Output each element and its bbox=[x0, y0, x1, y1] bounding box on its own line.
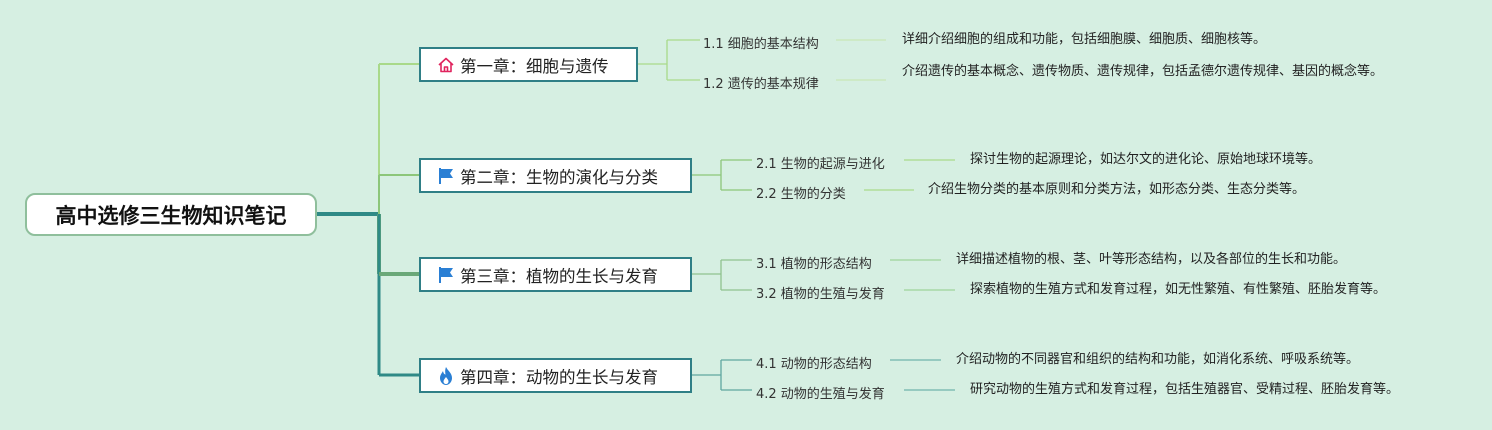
home-icon bbox=[435, 54, 457, 76]
topic-2-2-label[interactable]: 2.2 生物的分类 bbox=[756, 187, 846, 202]
ch3-fork bbox=[691, 259, 752, 291]
topic-1-1-label[interactable]: 1.1 细胞的基本结构 bbox=[703, 37, 819, 52]
topic-1-2-desc[interactable]: 介绍遗传的基本概念、遗传物质、遗传规律，包括孟德尔遗传规律、基因的概念等。 bbox=[902, 64, 1384, 79]
chapter-1-title: 第一章：细胞与遗传 bbox=[460, 56, 609, 76]
chapter-2-title: 第二章：生物的演化与分类 bbox=[460, 167, 658, 187]
topic-2-1-label[interactable]: 2.1 生物的起源与进化 bbox=[756, 157, 885, 172]
topic-2-2-desc[interactable]: 介绍生物分类的基本原则和分类方法，如形态分类、生态分类等。 bbox=[928, 182, 1306, 197]
topic-1-1-desc[interactable]: 详细介绍细胞的组成和功能，包括细胞膜、细胞质、细胞核等。 bbox=[902, 32, 1267, 47]
chapter-3-title: 第三章：植物的生长与发育 bbox=[460, 266, 658, 286]
chapter-2-node[interactable]: 第二章：生物的演化与分类 bbox=[419, 158, 692, 193]
ch2-fork bbox=[691, 159, 752, 191]
topic-3-1-desc[interactable]: 详细描述植物的根、茎、叶等形态结构，以及各部位的生长和功能。 bbox=[956, 252, 1347, 267]
topic-3-1-label[interactable]: 3.1 植物的形态结构 bbox=[756, 257, 872, 272]
topic-4-2-label[interactable]: 4.2 动物的生殖与发育 bbox=[756, 387, 885, 402]
flame-icon bbox=[435, 365, 457, 387]
root-title: 高中选修三生物知识笔记 bbox=[55, 203, 287, 228]
topic-4-1-desc[interactable]: 介绍动物的不同器官和组织的结构和功能，如消化系统、呼吸系统等。 bbox=[956, 352, 1360, 367]
topic-3-2-label[interactable]: 3.2 植物的生殖与发育 bbox=[756, 287, 885, 302]
topic-3-2-desc[interactable]: 探索植物的生殖方式和发育过程，如无性繁殖、有性繁殖、胚胎发育等。 bbox=[970, 282, 1387, 297]
flag-icon bbox=[435, 165, 457, 187]
topic-2-1-desc[interactable]: 探讨生物的起源理论，如达尔文的进化论、原始地球环境等。 bbox=[970, 152, 1322, 167]
root-node[interactable]: 高中选修三生物知识笔记 bbox=[25, 193, 317, 236]
flag-icon bbox=[435, 264, 457, 286]
chapter-1-node[interactable]: 第一章：细胞与遗传 bbox=[419, 47, 638, 82]
chapter-4-title: 第四章：动物的生长与发育 bbox=[460, 367, 658, 387]
ch4-fork bbox=[691, 359, 752, 391]
chapter-4-node[interactable]: 第四章：动物的生长与发育 bbox=[419, 358, 692, 393]
topic-4-1-label[interactable]: 4.1 动物的形态结构 bbox=[756, 357, 872, 372]
ch1-fork bbox=[637, 39, 700, 81]
chapter-3-node[interactable]: 第三章：植物的生长与发育 bbox=[419, 257, 692, 292]
topic-1-2-label[interactable]: 1.2 遗传的基本规律 bbox=[703, 77, 819, 92]
topic-4-2-desc[interactable]: 研究动物的生殖方式和发育过程，包括生殖器官、受精过程、胚胎发育等。 bbox=[970, 382, 1400, 397]
